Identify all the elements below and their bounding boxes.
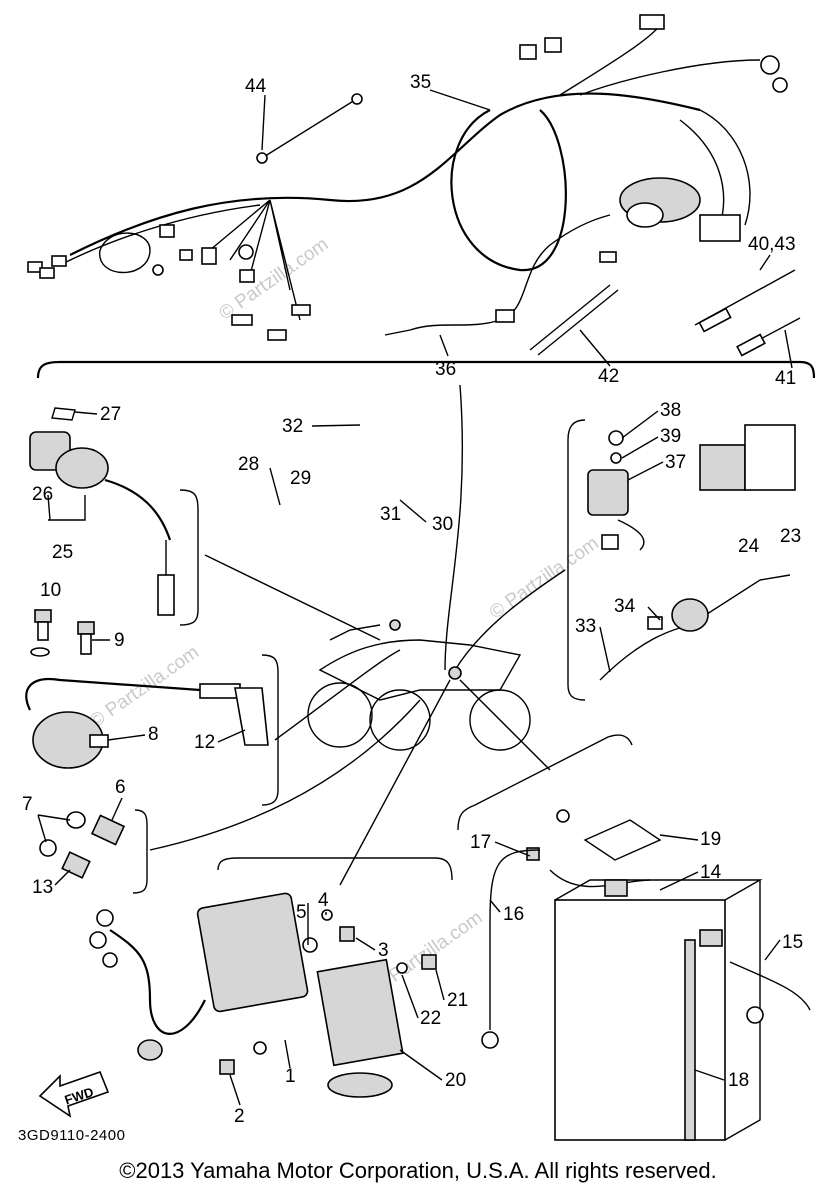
callout-24: 24	[738, 536, 760, 557]
callout-37: 37	[665, 452, 686, 473]
leader-lines	[149, 384, 566, 886]
callout-12: 12	[194, 732, 215, 753]
callout-14: 14	[700, 862, 722, 883]
lead-wire-group	[29, 407, 199, 626]
callout-18: 18	[728, 1070, 749, 1091]
callout-26: 26	[32, 484, 53, 505]
fwd-arrow-icon: FWD	[38, 1070, 110, 1118]
bolts-9-10	[30, 609, 95, 657]
callout-2: 2	[234, 1106, 245, 1127]
callout-23: 23	[780, 526, 801, 547]
ignition-coil-group	[25, 654, 279, 806]
callout-17: 17	[470, 832, 491, 853]
callout-38: 38	[660, 400, 681, 421]
callout-3: 3	[378, 940, 389, 961]
callout-19: 19	[700, 829, 721, 850]
callout-leaders	[37, 89, 793, 1106]
callout-8: 8	[148, 724, 159, 745]
callout-1: 1	[285, 1066, 296, 1087]
callout-42: 42	[598, 366, 619, 387]
callout-4: 4	[318, 890, 329, 911]
callout-16: 16	[503, 904, 524, 925]
callout-39: 39	[660, 426, 681, 447]
battery-group	[457, 734, 811, 1141]
callout-20: 20	[445, 1070, 466, 1091]
callout-15: 15	[782, 932, 803, 953]
bike-silhouette-icon	[307, 619, 531, 751]
callout-34: 34	[614, 596, 636, 617]
callout-27: 27	[100, 404, 121, 425]
callout-21: 21	[447, 990, 468, 1011]
callout-7: 7	[22, 794, 33, 815]
callout-36: 36	[435, 359, 456, 380]
callout-29: 29	[290, 468, 311, 489]
callout-31: 31	[380, 504, 401, 525]
callout-labels: 44 35 40,43 36 42 41 27 32 38 39 37 28 2…	[22, 72, 803, 1127]
callout-30: 30	[432, 514, 453, 535]
callout-5: 5	[296, 902, 307, 923]
callout-44: 44	[245, 76, 267, 97]
relay-group	[567, 419, 796, 701]
top-group-bracket	[36, 360, 816, 379]
copyright-footer: ©2013 Yamaha Motor Corporation, U.S.A. A…	[119, 1158, 717, 1183]
callout-40-43: 40,43	[748, 234, 796, 255]
cdi-regulator-group	[89, 857, 453, 1098]
wire-harness-group	[27, 14, 801, 357]
callout-13: 13	[32, 877, 53, 898]
callout-35: 35	[410, 72, 431, 93]
callout-32: 32	[282, 416, 303, 437]
part-code-label: 3GD9110-2400	[18, 1127, 125, 1144]
callout-25: 25	[52, 542, 73, 563]
callout-10: 10	[40, 580, 61, 601]
callout-9: 9	[114, 630, 125, 651]
watermark: © Partzilla.com	[215, 234, 332, 325]
callout-41: 41	[775, 368, 796, 389]
callout-33: 33	[575, 616, 596, 637]
callout-28: 28	[238, 454, 259, 475]
callout-22: 22	[420, 1008, 441, 1029]
watermark: © Partzilla.com	[486, 533, 603, 624]
sensor-group	[39, 809, 148, 894]
callout-6: 6	[115, 777, 126, 798]
